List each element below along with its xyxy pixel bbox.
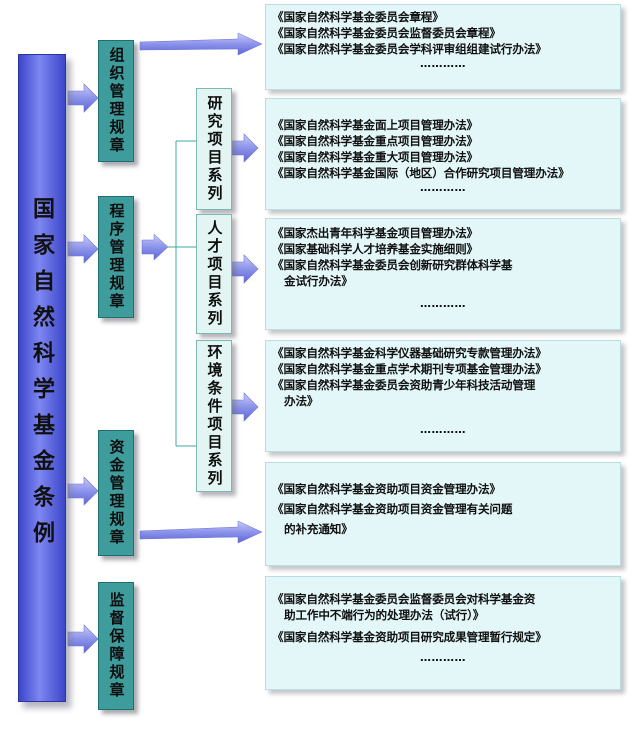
category-proc-label: 程序管理规章 xyxy=(107,203,126,311)
list-item: 办法》 xyxy=(284,394,319,408)
arrow-research-list xyxy=(227,133,259,163)
list-more: ………… xyxy=(420,181,466,194)
list-item: 《国家自然科学基金面上项目管理办法》 xyxy=(272,118,478,132)
arrow-root-fund xyxy=(67,476,99,506)
subseries-talent: 人才项目系列 xyxy=(196,214,232,334)
list-item: 《国家自然科学基金资助项目资金管理办法》 xyxy=(272,482,501,496)
list-item: 助工作中不端行为的处理办法（试行）》 xyxy=(284,608,485,622)
subseries-env-label: 环境条件项目系列 xyxy=(205,344,224,488)
root-title: 国家自然科学基金条例 xyxy=(18,54,64,700)
arrow-root-sup xyxy=(67,624,99,654)
arrow-env-list xyxy=(227,392,259,422)
list-more: ………… xyxy=(420,423,466,436)
list-item: 《国家自然科学基金委员会监督委员会对科学基金资 xyxy=(272,592,536,606)
arrow-talent-list xyxy=(227,254,259,284)
list-item: 《国家基础科学人才培养基金实施细则》 xyxy=(272,242,478,256)
list-item: 《国家自然科学基金委员会创新研究群体科学基 xyxy=(272,258,513,272)
category-org: 组织管理规章 xyxy=(98,40,134,162)
list-item: 金试行办法》 xyxy=(284,274,353,288)
category-sup-label: 监督保障规章 xyxy=(107,592,126,700)
arrow-fund-list xyxy=(139,520,263,544)
list-item: 《国家自然科学基金科学仪器基础研究专款管理办法》 xyxy=(272,346,547,360)
list-fund: 《国家自然科学基金资助项目资金管理办法》 《国家自然科学基金资助项目资金管理有关… xyxy=(265,462,621,566)
list-more: ………… xyxy=(420,297,466,310)
list-env: 《国家自然科学基金科学仪器基础研究专款管理办法》 《国家自然科学基金重点学术期刊… xyxy=(265,340,621,452)
list-item: 《国家自然科学基金资助项目资金管理有关问题 xyxy=(272,502,513,516)
bracket-lines xyxy=(168,140,196,447)
subseries-env: 环境条件项目系列 xyxy=(196,340,232,492)
arrow-root-proc xyxy=(67,234,99,264)
subseries-research-label: 研究项目系列 xyxy=(205,95,224,203)
subseries-arrows xyxy=(227,133,259,422)
arrow-org-list xyxy=(139,32,263,56)
list-item: 《国家自然科学基金重大项目管理办法》 xyxy=(272,150,478,164)
root-box xyxy=(18,54,66,702)
subseries-research: 研究项目系列 xyxy=(196,88,232,210)
list-sup: 《国家自然科学基金委员会监督委员会对科学基金资 助工作中不端行为的处理办法（试行… xyxy=(265,576,621,690)
category-fund-label: 资金管理规章 xyxy=(107,439,126,547)
list-item: 《国家杰出青年科学基金项目管理办法》 xyxy=(272,226,478,240)
category-arrows xyxy=(139,32,263,544)
list-item: 《国家自然科学基金国际（地区）合作研究项目管理办法》 xyxy=(272,166,570,180)
list-org: 《国家自然科学基金委员会章程》 《国家自然科学基金委员会监督委员会章程》 《国家… xyxy=(265,4,621,90)
list-talent: 《国家杰出青年科学基金项目管理办法》 《国家基础科学人才培养基金实施细则》 《国… xyxy=(265,218,621,330)
list-item: 《国家自然科学基金重点学术期刊专项基金管理办法》 xyxy=(272,362,547,376)
category-org-label: 组织管理规章 xyxy=(107,47,126,155)
category-proc: 程序管理规章 xyxy=(98,196,134,318)
root-arrows xyxy=(67,83,99,654)
list-more: ………… xyxy=(420,57,466,70)
list-item: 《国家自然科学基金委员会学科评审组组建试行办法》 xyxy=(272,42,547,56)
list-item: 的补充通知》 xyxy=(284,522,353,536)
list-more: ………… xyxy=(420,651,466,664)
list-item: 《国家自然科学基金委员会监督委员会章程》 xyxy=(272,26,501,40)
arrow-proc-bracket xyxy=(141,233,169,261)
list-item: 《国家自然科学基金重点项目管理办法》 xyxy=(272,134,478,148)
subseries-talent-label: 人才项目系列 xyxy=(205,220,224,328)
category-fund: 资金管理规章 xyxy=(98,430,134,556)
list-item: 《国家自然科学基金资助项目研究成果管理暂行规定》 xyxy=(272,630,547,644)
list-research: 《国家自然科学基金面上项目管理办法》 《国家自然科学基金重点项目管理办法》 《国… xyxy=(265,98,621,210)
root-title-text: 国家自然科学基金条例 xyxy=(29,197,54,557)
arrow-root-org xyxy=(67,83,99,113)
category-sup: 监督保障规章 xyxy=(98,582,134,710)
list-item: 《国家自然科学基金委员会章程》 xyxy=(272,10,444,24)
list-item: 《国家自然科学基金委员会资助青少年科技活动管理 xyxy=(272,378,536,392)
